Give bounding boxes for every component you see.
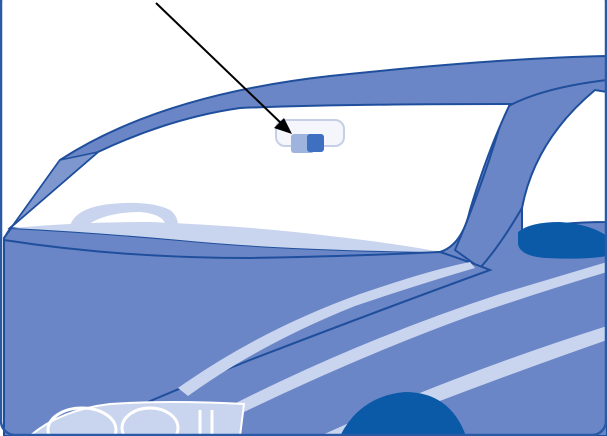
car-illustration [0,0,607,436]
illustration-canvas [0,0,607,436]
